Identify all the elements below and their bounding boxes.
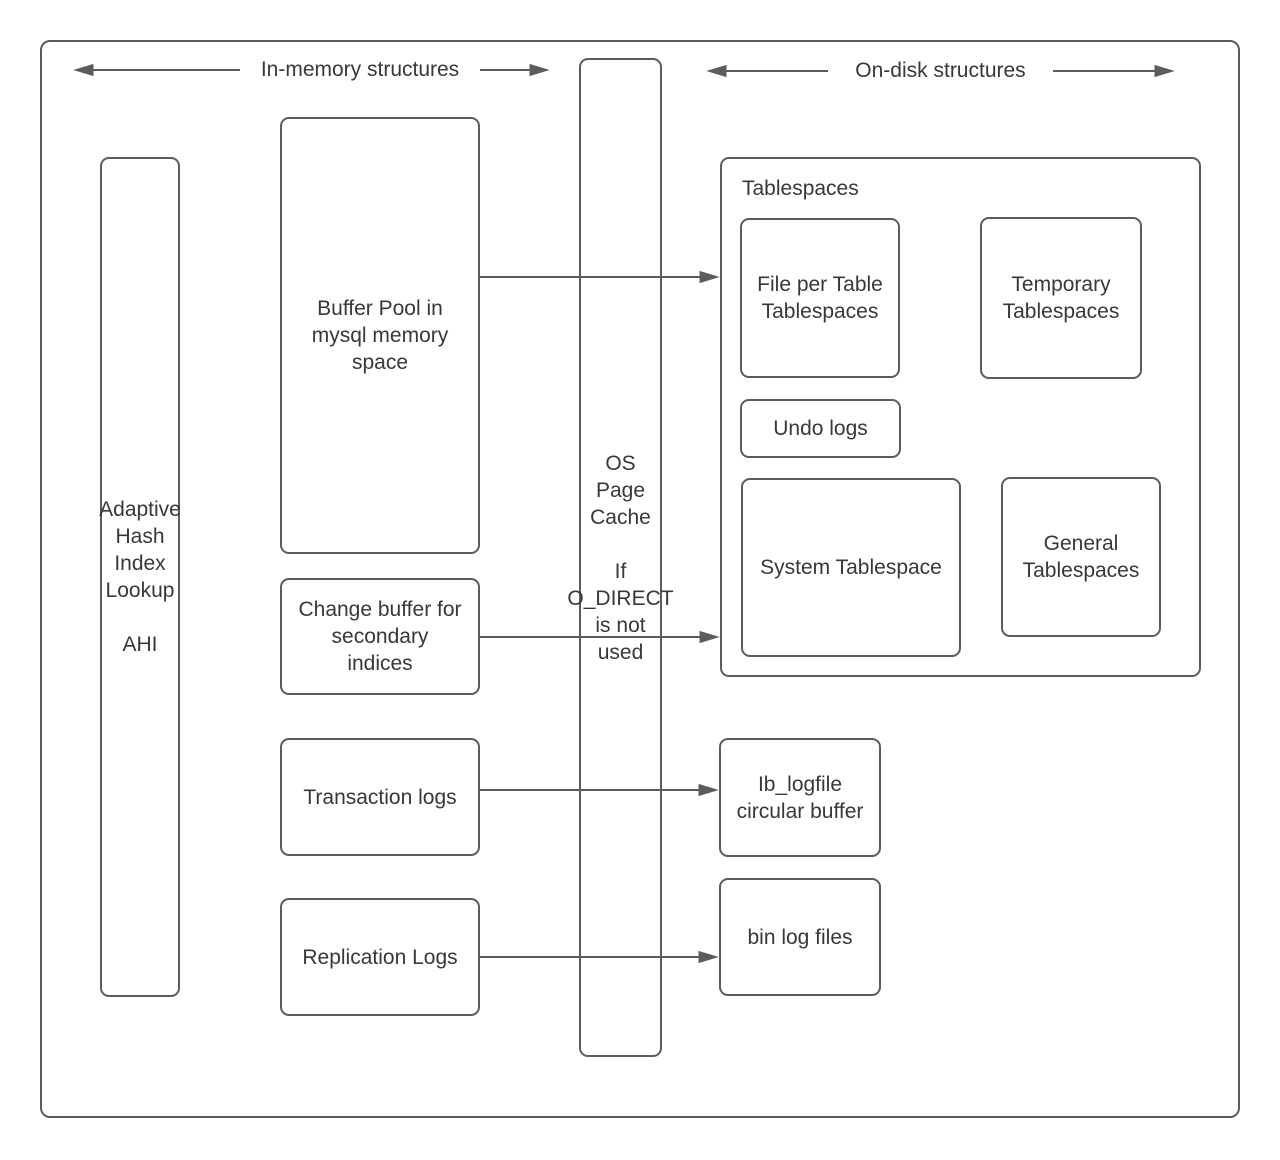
node-temporary-tablespaces-label: Temporary Tablespaces (1002, 273, 1120, 323)
node-file-per-table-tablespaces-label: File per Table Tablespaces (757, 273, 883, 323)
node-os-page-cache: OS Page Cache If O_DIRECT is not used (567, 58, 674, 1057)
node-replication-logs-label: Replication Logs (302, 945, 458, 969)
node-general-tablespaces: General Tablespaces (1001, 477, 1161, 637)
node-general-tablespaces-label: General Tablespaces (1022, 532, 1140, 582)
node-transaction-logs-label: Transaction logs (303, 785, 457, 809)
node-ib-logfile-buffer-label: Ib_logfile circular buffer (736, 772, 864, 823)
node-change-buffer-label: Change buffer for secondary indices (298, 598, 462, 675)
node-transaction-logs: Transaction logs (280, 738, 480, 856)
node-system-tablespace: System Tablespace (741, 478, 961, 657)
node-undo-logs: Undo logs (740, 399, 901, 458)
node-buffer-pool-label: Buffer Pool in mysql memory space (311, 297, 449, 374)
node-adaptive-hash-index-label: Adaptive Hash Index Lookup AHI (99, 498, 181, 656)
node-temporary-tablespaces: Temporary Tablespaces (980, 217, 1142, 379)
in-memory-header-label: In-memory structures (260, 58, 460, 81)
node-system-tablespace-label: System Tablespace (760, 556, 942, 579)
node-undo-logs-label: Undo logs (773, 417, 868, 440)
node-adaptive-hash-index: Adaptive Hash Index Lookup AHI (99, 157, 181, 997)
outer-border (40, 40, 1240, 1118)
node-replication-logs: Replication Logs (280, 898, 480, 1016)
node-change-buffer: Change buffer for secondary indices (280, 578, 480, 695)
node-os-page-cache-label: OS Page Cache If O_DIRECT is not used (567, 451, 674, 664)
on-disk-header-label: On-disk structures (855, 59, 1026, 82)
node-file-per-table-tablespaces: File per Table Tablespaces (740, 218, 900, 378)
node-buffer-pool: Buffer Pool in mysql memory space (280, 117, 480, 554)
tablespaces-group-label: Tablespaces (742, 177, 859, 200)
node-bin-log-files: bin log files (719, 878, 881, 996)
node-bin-log-files-label: bin log files (747, 925, 853, 949)
node-ib-logfile-buffer: Ib_logfile circular buffer (719, 738, 881, 857)
